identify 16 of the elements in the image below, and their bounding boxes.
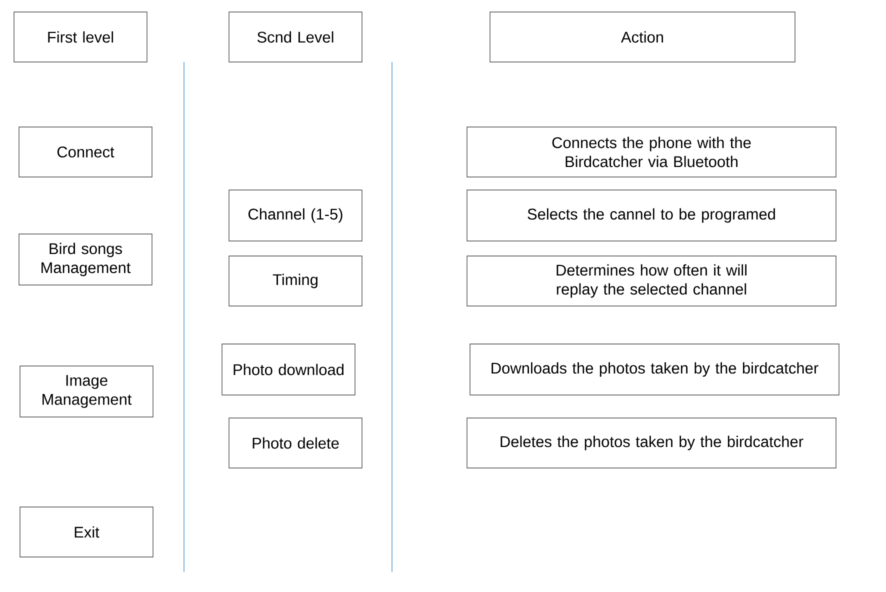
header-box: Action: [490, 12, 796, 62]
menu-box: Exit: [20, 506, 154, 558]
menu-box: Deletes the photos taken by the birdcatcher: [466, 418, 836, 468]
menu-box: Selects the cannel to be programed: [466, 190, 836, 242]
menu-box: Bird songs Management: [18, 234, 152, 286]
menu-box: Photo download: [222, 344, 356, 396]
menu-box: Timing: [228, 256, 362, 306]
menu-box: Photo delete: [228, 418, 362, 468]
menu-box: Connect: [18, 126, 152, 178]
menu-box: Connects the phone with the Birdcatcher via Bluetooth: [466, 126, 836, 178]
menu-box: Determines how often it will replay the selected channel: [466, 256, 836, 306]
menu-box: Downloads the photos taken by the birdcatcher: [470, 344, 840, 396]
header-box: Scnd Level: [228, 12, 362, 62]
header-box: First level: [14, 12, 148, 62]
menu-box: Channel (1-5): [228, 190, 362, 242]
menu-box: Image Management: [20, 366, 154, 418]
